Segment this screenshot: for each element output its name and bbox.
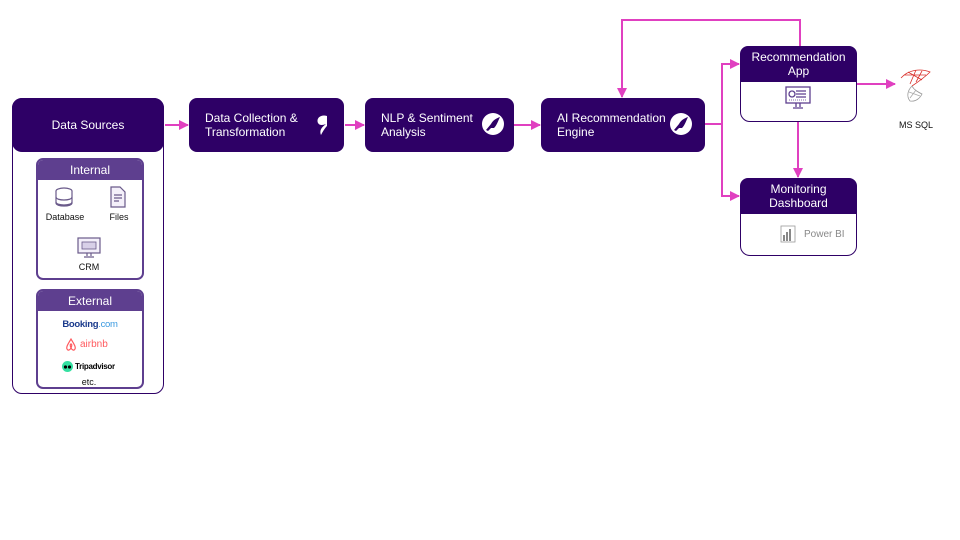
data-sources-header[interactable]: Data Sources [12,98,164,152]
powerbi-logo: Power BI [780,225,845,243]
powerbi-icon [780,225,796,243]
airbnb-logo: airbnb [65,338,108,351]
data-sources-title: Data Sources [51,118,125,132]
external-group-title: External [38,291,142,311]
nlp-label: NLP & Sentiment Analysis [381,111,473,139]
data-collection-node[interactable]: Data Collection & Transformation [189,98,344,152]
nlp-node[interactable]: NLP & Sentiment Analysis [365,98,514,152]
monitoring-dashboard-header: Monitoring Dashboard [740,178,857,214]
powerbi-label: Power BI [804,228,845,240]
database-label: Database [45,212,85,222]
files-label: Files [109,212,129,222]
mssql-icon [900,69,931,102]
crm-label: CRM [78,262,100,272]
ai-engine-label: AI Recommendation Engine [557,111,666,139]
airbnb-icon [66,338,76,351]
monitor-icon [77,237,101,258]
bird-icon [482,113,504,135]
mssql-label: MS SQL [898,120,933,130]
tripadvisor-label: Tripadvisor [75,362,115,371]
app-monitor-icon [785,86,811,109]
recommendation-app-header: Recommendation App [740,46,857,82]
internal-group: Internal [36,158,144,280]
booking-logo: Booking.com [40,319,140,330]
airbnb-label: airbnb [80,339,108,350]
booking-logo-suffix: .com [98,319,118,330]
data-collection-label: Data Collection & Transformation [205,111,298,139]
database-icon [55,187,73,207]
internal-group-title: Internal [38,160,142,180]
booking-logo-main: Booking [62,319,99,330]
file-icon [110,186,126,208]
etc-label: etc. [81,377,97,387]
arrow-app-to-engine-feedback [617,19,801,98]
fivetran-icon [317,115,327,135]
arrow-engine-to-dashboard [721,124,740,201]
arrow-engine-to-app [705,59,740,125]
tripadvisor-icon [62,361,73,372]
bird-icon [670,113,692,135]
tripadvisor-logo: Tripadvisor [62,361,115,372]
external-group: External [36,289,144,389]
